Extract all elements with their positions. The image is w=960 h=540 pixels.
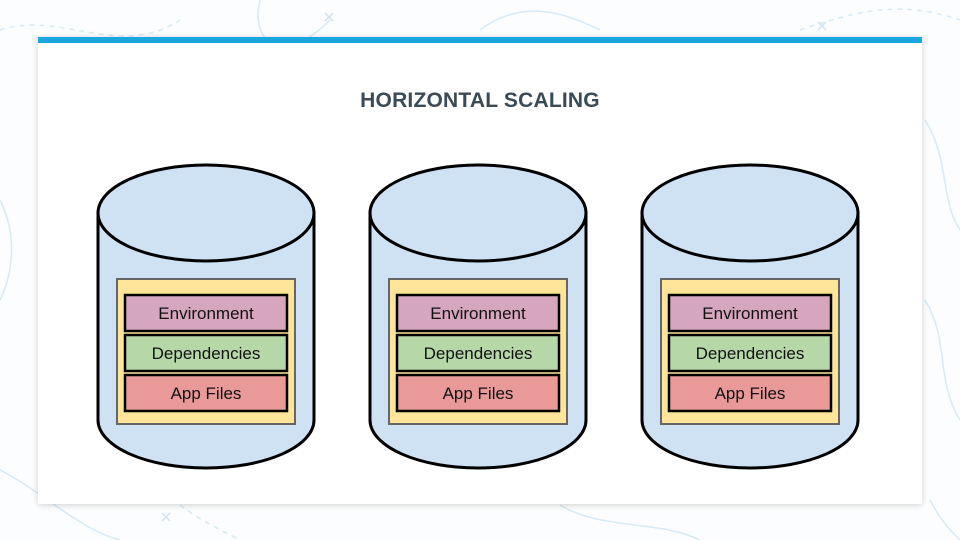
layer-label: App Files [171,384,242,403]
layer-label: App Files [443,384,514,403]
layer-dependencies [395,333,561,373]
layer-environment [123,293,289,333]
layer-dependencies [123,333,289,373]
cylinder-top [368,163,588,263]
layer-label: Environment [430,304,526,323]
layer-label: Dependencies [696,344,805,363]
layer-label: App Files [715,384,786,403]
cylinder-top [640,163,860,263]
layer-label: Dependencies [152,344,261,363]
layer-app-files [667,373,833,413]
layer-app-files [123,373,289,413]
layer-environment [395,293,561,333]
slide-title: HORIZONTAL SCALING [360,89,600,112]
layer-environment [667,293,833,333]
layer-app-files [395,373,561,413]
layer-label: Environment [158,304,254,323]
layer-label: Environment [702,304,798,323]
layer-dependencies [667,333,833,373]
layer-label: Dependencies [424,344,533,363]
cylinder-top [96,163,316,263]
